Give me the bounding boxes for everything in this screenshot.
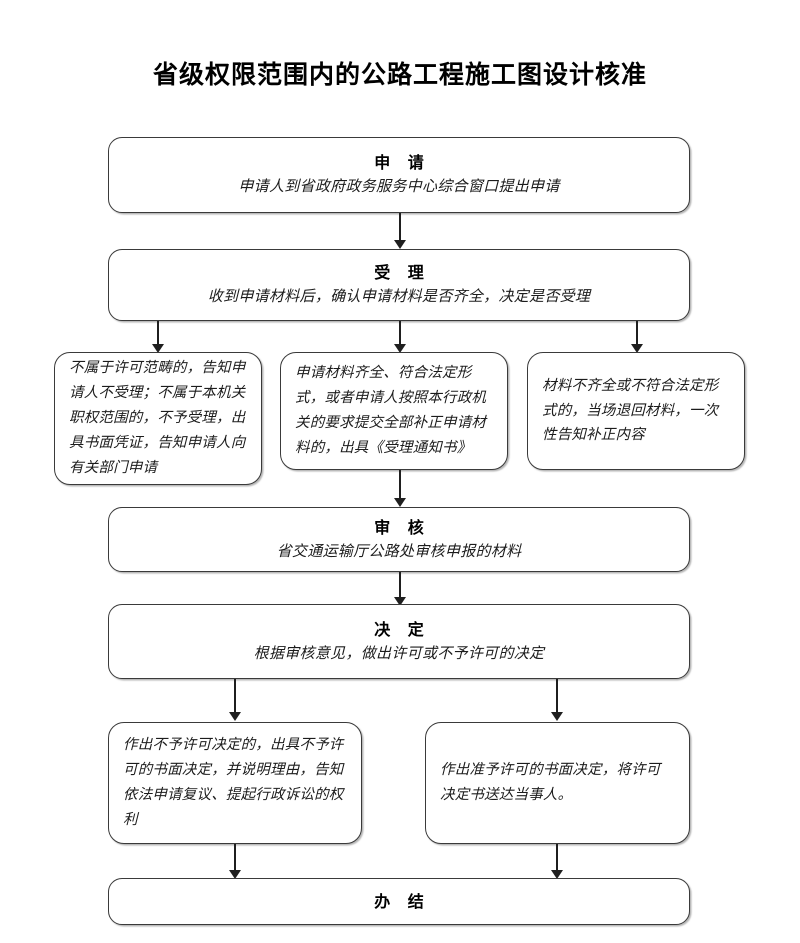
node-branch-not-in-scope-body: 不属于许可范畴的，告知申请人不受理；不属于本机关职权范围的，不予受理，出具书面凭… <box>69 360 246 476</box>
edge-denied-finish-line <box>234 844 236 874</box>
node-branch-incomplete[interactable]: 材料不齐全或不符合法定形式的，当场退回材料，一次性告知补正内容 <box>527 352 745 470</box>
node-accept-body: 收到申请材料后，确认申请材料是否齐全，决定是否受理 <box>207 287 591 306</box>
node-accept[interactable]: 受 理 收到申请材料后，确认申请材料是否齐全，决定是否受理 <box>108 249 690 321</box>
edge-accept-middle-arrow <box>394 344 406 353</box>
edge-complete-review-line <box>399 470 401 503</box>
edge-granted-finish-line <box>556 844 558 874</box>
node-decide[interactable]: 决 定 根据审核意见，做出许可或不予许可的决定 <box>108 604 690 679</box>
node-decide-head: 决 定 <box>374 619 430 639</box>
edge-decide-granted-line <box>556 679 558 715</box>
node-outcome-denied-body: 作出不予许可决定的，出具不予许可的书面决定，并说明理由，告知依法申请复议、提起行… <box>123 737 344 828</box>
edge-review-decide-arrow <box>394 597 406 606</box>
node-finish-head: 办 结 <box>374 891 430 911</box>
node-branch-incomplete-body: 材料不齐全或不符合法定形式的，当场退回材料，一次性告知补正内容 <box>542 377 719 444</box>
edge-decide-granted-arrow <box>551 712 563 721</box>
edge-denied-finish-arrow <box>229 870 241 879</box>
edge-accept-right-arrow <box>631 344 643 353</box>
node-review-body: 省交通运输厅公路处审核申报的材料 <box>276 541 522 560</box>
page-title: 省级权限范围内的公路工程施工图设计核准 <box>152 60 647 89</box>
edge-apply-accept-line <box>399 213 401 245</box>
node-review-head: 审 核 <box>374 517 430 537</box>
edge-decide-denied-arrow <box>229 712 241 721</box>
edge-complete-review-arrow <box>394 498 406 507</box>
edge-granted-finish-arrow <box>551 870 563 879</box>
edge-decide-denied-line <box>234 679 236 715</box>
node-apply-head: 申 请 <box>374 153 430 173</box>
node-apply-body: 申请人到省政府政务服务中心综合窗口提出申请 <box>238 177 560 196</box>
node-apply[interactable]: 申 请 申请人到省政府政务服务中心综合窗口提出申请 <box>108 137 690 213</box>
node-finish[interactable]: 办 结 <box>108 878 690 925</box>
node-decide-body: 根据审核意见，做出许可或不予许可的决定 <box>253 643 545 662</box>
node-branch-complete-body: 申请材料齐全、符合法定形式，或者申请人按照本行政机关的要求提交全部补正申请材料的… <box>295 365 487 456</box>
edge-accept-left-line <box>157 321 159 349</box>
node-branch-complete[interactable]: 申请材料齐全、符合法定形式，或者申请人按照本行政机关的要求提交全部补正申请材料的… <box>280 352 508 470</box>
node-outcome-granted-body: 作出准予许可的书面决定，将许可决定书送达当事人。 <box>440 762 661 803</box>
node-review[interactable]: 审 核 省交通运输厅公路处审核申报的材料 <box>108 507 690 572</box>
edge-apply-accept-arrow <box>394 240 406 249</box>
edge-accept-left-arrow <box>152 344 164 353</box>
edge-accept-right-line <box>636 321 638 349</box>
node-branch-not-in-scope[interactable]: 不属于许可范畴的，告知申请人不受理；不属于本机关职权范围的，不予受理，出具书面凭… <box>54 352 262 485</box>
edge-accept-middle-line <box>399 321 401 349</box>
node-outcome-denied[interactable]: 作出不予许可决定的，出具不予许可的书面决定，并说明理由，告知依法申请复议、提起行… <box>108 722 362 844</box>
edge-review-decide-line <box>399 572 401 602</box>
node-accept-head: 受 理 <box>374 263 430 283</box>
node-outcome-granted[interactable]: 作出准予许可的书面决定，将许可决定书送达当事人。 <box>425 722 690 844</box>
